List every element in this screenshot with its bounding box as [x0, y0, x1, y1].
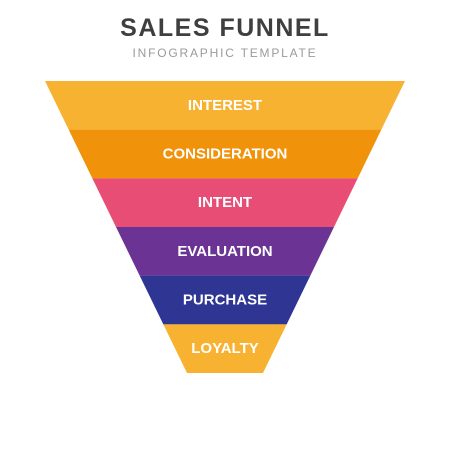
funnel-stage-loyalty: LOYALTY — [163, 324, 287, 373]
funnel-label-interest: INTEREST — [188, 97, 262, 114]
funnel-layer-intent — [92, 178, 358, 227]
funnel-stage-consideration: CONSIDERATION — [68, 129, 382, 179]
funnel-label-evaluation: EVALUATION — [177, 243, 272, 260]
funnel-layer-interest — [45, 81, 405, 130]
funnel-label-loyalty: LOYALTY — [191, 340, 259, 357]
funnel-stage-evaluation: EVALUATION — [116, 227, 334, 276]
funnel-layer-purchase — [139, 275, 311, 325]
page-subtitle: INFOGRAPHIC TEMPLATE — [132, 46, 318, 60]
funnel-layer-evaluation — [116, 227, 334, 276]
funnel-stage-purchase: PURCHASE — [139, 275, 311, 325]
funnel-label-purchase: PURCHASE — [183, 292, 267, 309]
funnel-label-intent: INTENT — [198, 194, 252, 211]
funnel-layer-consideration — [68, 129, 382, 179]
funnel-layer-loyalty — [163, 324, 287, 373]
funnel-stage-interest: INTEREST — [45, 81, 405, 130]
funnel-label-consideration: CONSIDERATION — [163, 146, 288, 163]
funnel-stage-intent: INTENT — [92, 178, 358, 227]
page-title: SALES FUNNEL — [120, 14, 330, 42]
